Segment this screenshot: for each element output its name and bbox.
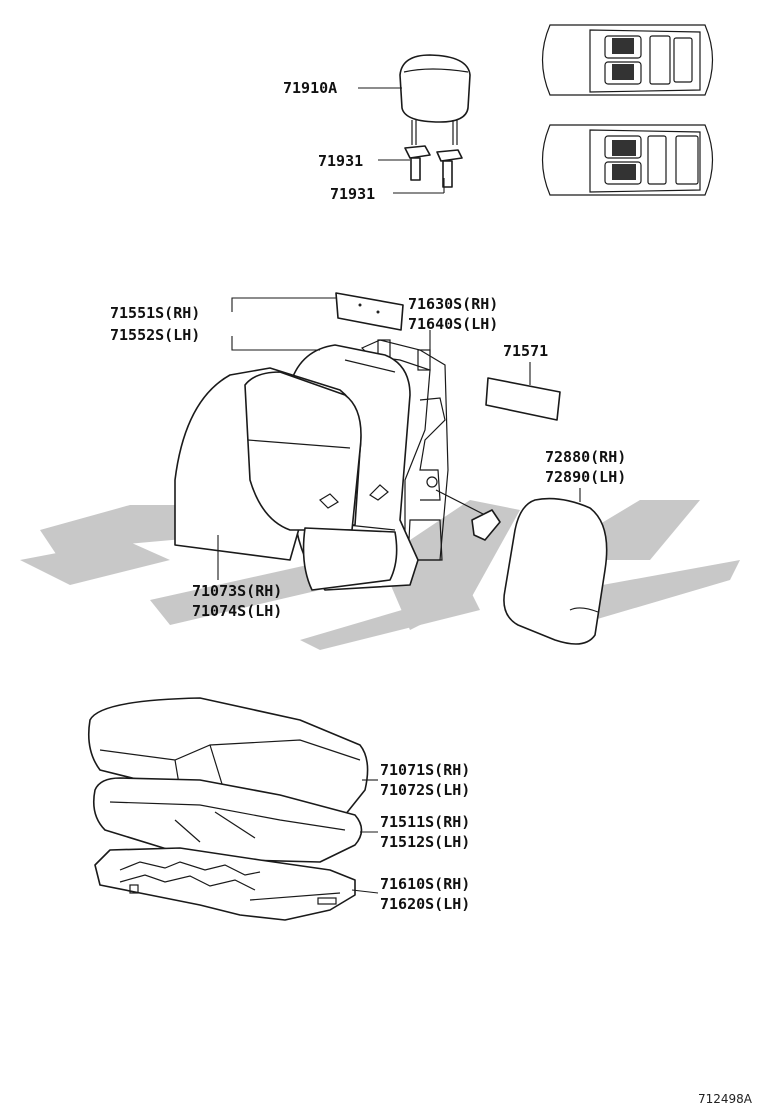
label-cushion-frame-rh: 71610S(RH) <box>380 875 470 893</box>
label-cushion-pad-rh: 71511S(RH) <box>380 813 470 831</box>
label-seatback-lh: 71074S(LH) <box>192 602 282 620</box>
label-bracket: 71571 <box>503 342 548 360</box>
seatback-cover <box>174 367 398 591</box>
label-frame-rh: 71630S(RH) <box>408 295 498 313</box>
location-inset-bottom <box>541 124 714 196</box>
back-board <box>503 497 608 645</box>
leader-lines <box>217 87 581 894</box>
label-frame-lh: 71640S(LH) <box>408 315 498 333</box>
label-headrest: 71910A <box>283 79 337 97</box>
label-cushion-frame-lh: 71620S(LH) <box>380 895 470 913</box>
headrest <box>399 54 471 145</box>
label-seatback-rh: 71073S(RH) <box>192 582 282 600</box>
label-back-board-lh: 72890(LH) <box>545 468 626 486</box>
seat-cushion-cover <box>87 697 369 826</box>
location-inset-top <box>541 24 714 96</box>
bracket <box>485 377 561 421</box>
pad <box>335 292 404 331</box>
reference-code: 712498A <box>698 1092 753 1106</box>
label-back-board-rh: 72880(RH) <box>545 448 626 466</box>
label-cushion-cover-lh: 71072S(LH) <box>380 781 470 799</box>
label-cushion-pad-lh: 71512S(LH) <box>380 833 470 851</box>
label-support-lower: 71931 <box>330 185 375 203</box>
label-pad-rh: 71551S(RH) <box>110 304 200 322</box>
seatback-frame <box>360 339 501 561</box>
label-pad-lh: 71552S(LH) <box>110 326 200 344</box>
label-support-upper: 71931 <box>318 152 363 170</box>
headrest-support <box>404 145 463 188</box>
label-cushion-cover-rh: 71071S(RH) <box>380 761 470 779</box>
seat-cushion-frame <box>94 847 356 921</box>
